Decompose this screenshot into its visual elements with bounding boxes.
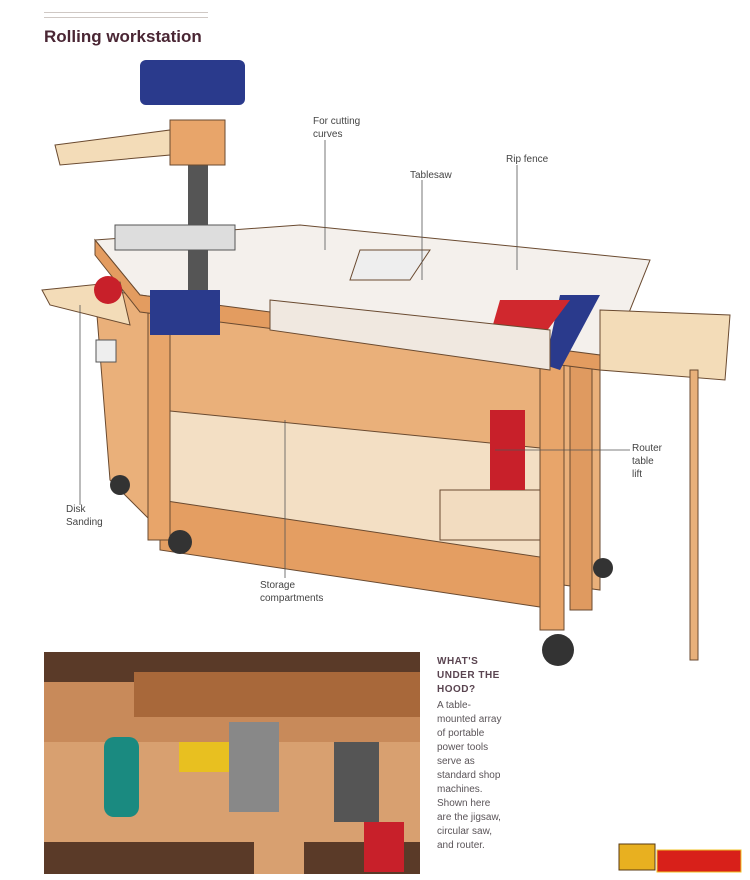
under-hood-illustration — [44, 652, 420, 874]
top-rule — [44, 17, 208, 18]
outlet — [95, 339, 117, 363]
sidebar-body: A table- mounted array of portable power… — [437, 700, 502, 851]
drill-press — [54, 60, 245, 290]
sidebar-heading: WHAT'S UNDER THE HOOD? — [437, 656, 500, 695]
callout-storage: Storage compartments — [260, 580, 324, 604]
casters — [110, 475, 613, 666]
callout-cutting-curves: For cutting curves — [313, 116, 361, 140]
sidebar-caption: WHAT'S UNDER THE HOOD? A table- mounted … — [437, 655, 527, 853]
workstation-illustration — [41, 60, 731, 666]
top-rule — [44, 12, 208, 13]
callout-tablesaw: Tablesaw — [410, 170, 452, 181]
callout-disk-sanding: Disk Sanding — [66, 504, 103, 528]
router — [334, 742, 379, 822]
watermark-logo — [618, 843, 742, 873]
bench-vise — [150, 290, 220, 335]
page-title: Rolling workstation — [44, 27, 202, 46]
jigsaw — [104, 737, 139, 817]
circular-saw — [229, 722, 279, 812]
sanding-disk — [94, 276, 122, 304]
callout-rip-fence: Rip fence — [506, 154, 549, 165]
workbench-frame — [94, 289, 601, 631]
callout-router-lift: Router table lift — [632, 443, 663, 480]
